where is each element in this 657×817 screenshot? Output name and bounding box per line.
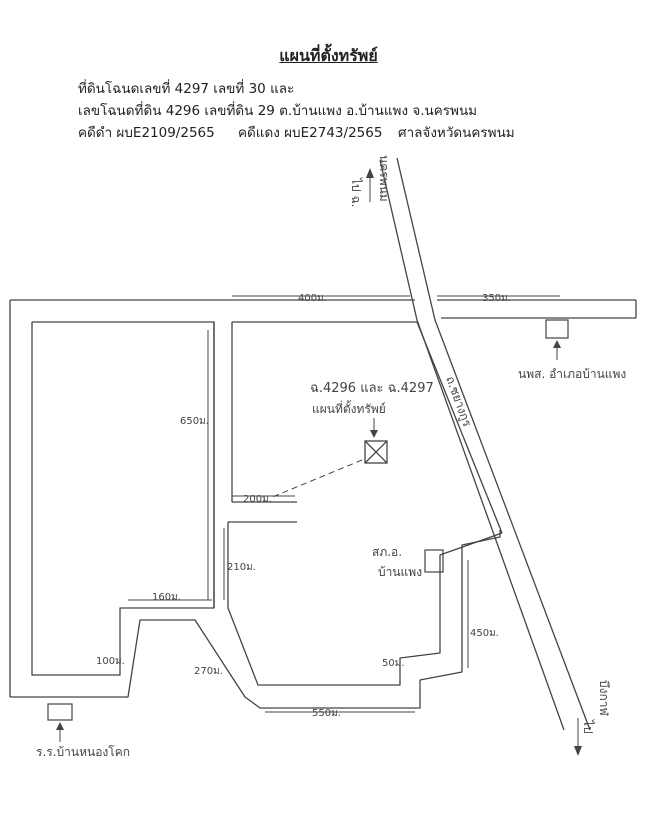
dim-50-label: 50ม. — [382, 658, 405, 669]
dim-400-label: 400ม. — [298, 293, 327, 304]
district-label: นพส. อำเภอบ้านแพง — [518, 367, 626, 381]
main-road-left-edge — [379, 159, 565, 731]
property-arrow-head — [370, 430, 378, 438]
property-pointer-line — [269, 459, 363, 499]
dim-100-label: 100ม. — [96, 656, 125, 667]
road-label: ถ.ชยางกูร — [442, 374, 474, 429]
school-label: ร.ร.บ้านหนองโคก — [36, 745, 130, 759]
property-sublabel: แผนที่ตั้งทรัพย์ — [312, 400, 386, 416]
dim-200-label: 200ม. — [243, 494, 272, 505]
map-title: แผนที่ตั้งทรัพย์ — [279, 46, 378, 65]
to-bottom-label-1: ไป — [581, 719, 595, 734]
property-marker-icon — [364, 440, 388, 464]
red-case-number: คดีแดง ผบE2743/2565 — [238, 125, 383, 141]
school-arrow-head — [56, 722, 64, 730]
school-icon — [47, 703, 73, 721]
deed-line-1: ที่ดินโฉนดเลขที่ 4297 เลขที่ 30 และ — [78, 81, 295, 97]
main-road-right-edge — [396, 157, 591, 731]
left-road-bottom — [10, 530, 501, 709]
dim-350-label: 350ม. — [482, 293, 511, 304]
district-office-icon — [545, 319, 569, 339]
right-block-lower — [227, 522, 503, 686]
dim-160-label: 160ม. — [152, 592, 181, 603]
police-label-2: บ้านแพง — [378, 565, 422, 579]
to-bottom-label-2: บึงกาฬ — [597, 680, 611, 716]
south-arrow-head — [574, 746, 582, 756]
left-block-outline — [31, 321, 215, 676]
dim-270-label: 270ม. — [194, 666, 223, 677]
police-label: สภ.อ. — [372, 545, 402, 559]
to-top-label-2: นครพนม — [377, 155, 391, 202]
property-label: ฉ.4296 และ ฉ.4297 — [310, 381, 434, 396]
district-arrow-head — [553, 340, 561, 348]
deed-line-2: เลขโฉนดที่ดิน 4296 เลขที่ดิน 29 ต.บ้านแพ… — [78, 103, 478, 119]
dim-650-label: 650ม. — [180, 416, 209, 427]
dim-550-label: 550ม. — [312, 708, 341, 719]
dim-210-label: 210ม. — [227, 562, 256, 573]
dim-450-label: 450ม. — [470, 628, 499, 639]
police-station-icon — [424, 549, 444, 573]
black-case-number: คดีดำ ผบE2109/2565 — [78, 125, 215, 141]
road-to-right — [416, 321, 503, 534]
north-arrow-head — [366, 168, 374, 178]
court-name: ศาลจังหวัดนครพนม — [398, 125, 515, 141]
to-top-label-1: ไป ฉ. — [349, 177, 363, 207]
